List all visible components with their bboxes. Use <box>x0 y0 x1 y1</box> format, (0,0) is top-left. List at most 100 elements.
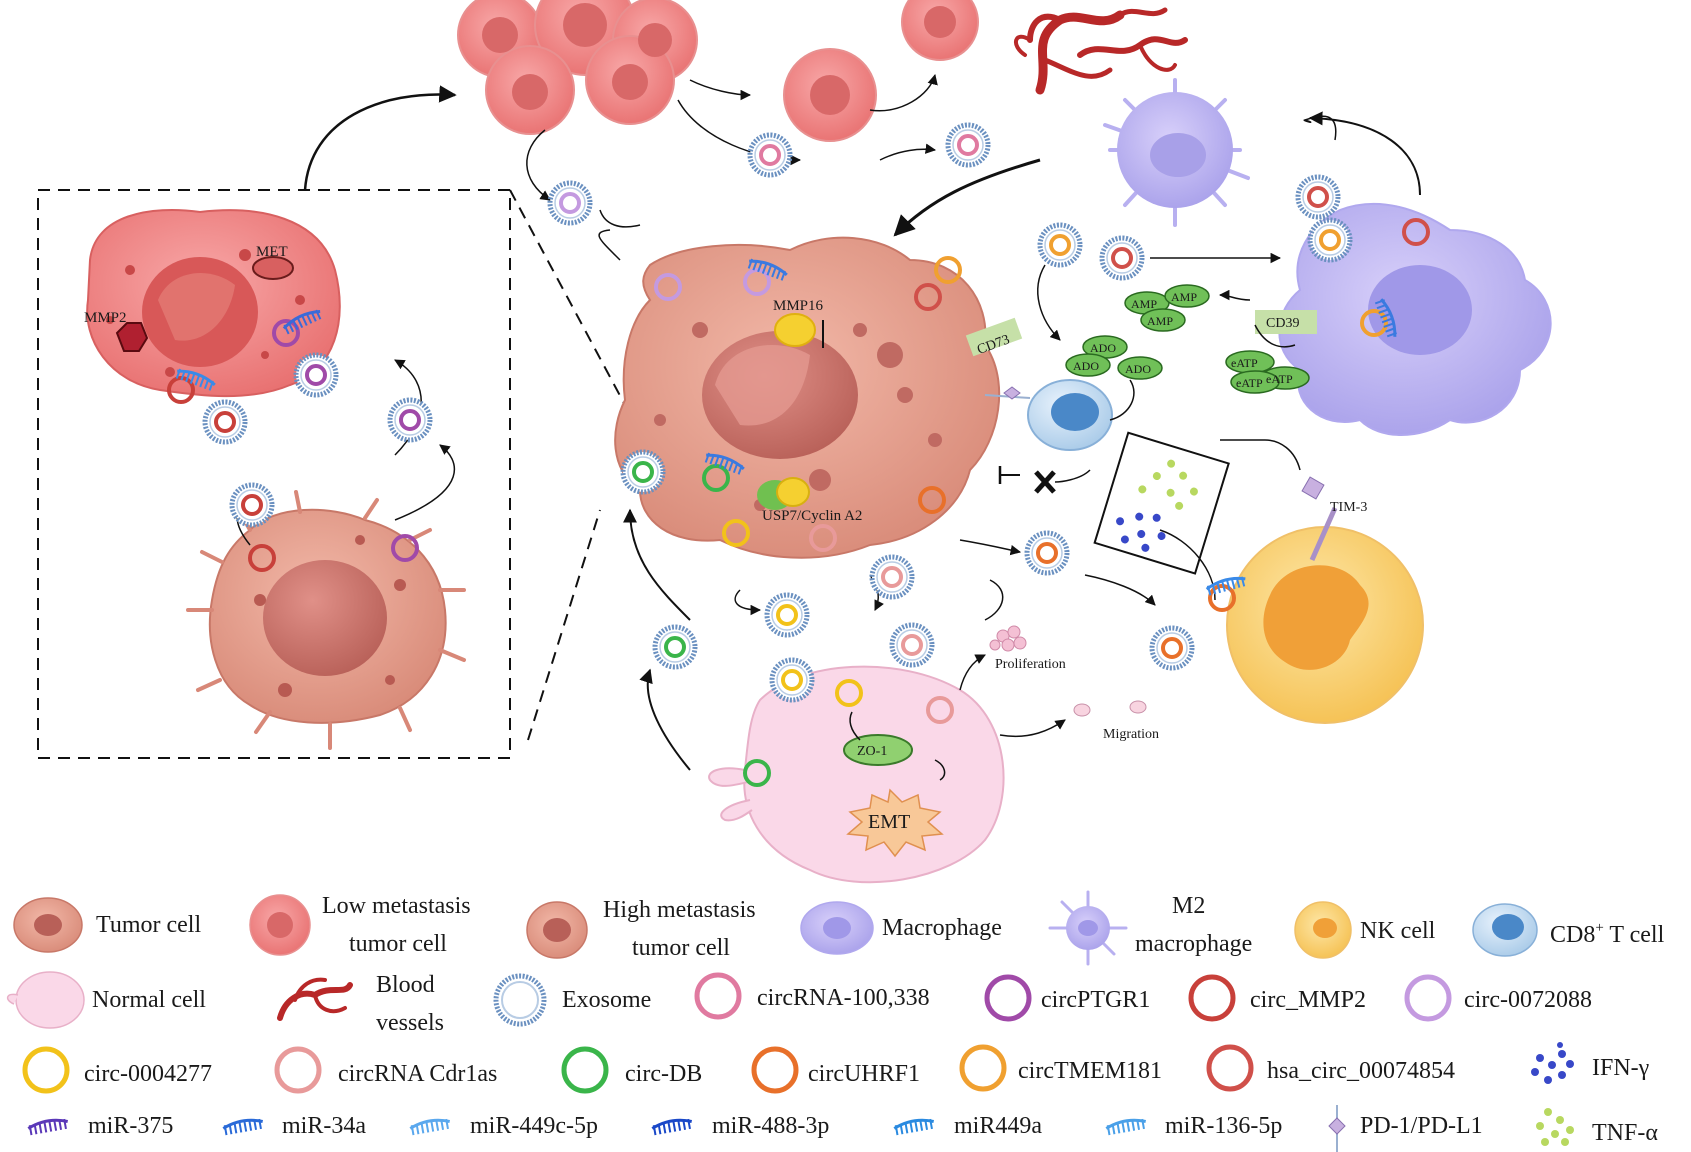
inset-high-metastasis-cell <box>186 490 466 750</box>
legend-mir34a-icon <box>222 1118 264 1136</box>
ring-circtmem181-a <box>934 256 962 284</box>
ring-circ0072088-b <box>743 268 771 296</box>
tim3-label: TIM-3 <box>1330 500 1367 515</box>
amp-label-1: AMP <box>1131 297 1157 311</box>
legend-blood-2: vessels <box>376 1010 444 1036</box>
exosome-circ0072088-1 <box>547 180 593 226</box>
migration-icon <box>1073 700 1147 717</box>
legend-ring-circ100338 <box>694 972 742 1020</box>
legend-mir449c-icon <box>409 1118 451 1136</box>
exosome-circptgr1-inset-2 <box>387 397 433 443</box>
exosome-circdb-1 <box>620 449 666 495</box>
exosome-circ100338-1 <box>747 132 793 178</box>
legend-blood-1: Blood <box>376 972 435 998</box>
ring-circ0004277-b <box>835 679 863 707</box>
cd39-label: CD39 <box>1266 316 1299 331</box>
ring-circtmem181-b <box>1360 309 1388 337</box>
legend-mir375-icon <box>27 1118 69 1136</box>
eatp-cluster: eATP eATP eATP <box>1225 350 1310 394</box>
mirna-inset-2 <box>175 368 216 391</box>
migration-label: Migration <box>1103 727 1159 742</box>
legend: Tumor cell Low metastasis tumor cell Hig… <box>6 890 1665 1152</box>
ring-circ0072088-a <box>654 273 682 301</box>
legend-blood-vessels-icon <box>277 977 353 1021</box>
legend-mir449a-icon <box>893 1118 935 1136</box>
legend-ring-circ0072088 <box>1404 974 1452 1022</box>
ring-hsa-b <box>1402 218 1430 246</box>
ring-circ0004277-a <box>722 519 750 547</box>
legend-circ100338: circRNA-100,338 <box>757 985 930 1011</box>
legend-high-metastasis-icon <box>526 901 588 959</box>
mirna-center-2 <box>704 452 745 475</box>
legend-mir488-icon <box>651 1118 693 1136</box>
ring-circmmp2-b <box>248 544 276 572</box>
mmp16-label: MMP16 <box>773 298 824 314</box>
emt-label: EMT <box>868 811 910 833</box>
normal-cell <box>708 665 1005 884</box>
legend-tnfa: TNF-α <box>1592 1120 1658 1146</box>
legend-mirna-icons <box>27 1118 1147 1136</box>
legend-mir449a: miR449a <box>954 1113 1042 1139</box>
mirna-macrophage <box>1374 298 1397 338</box>
emt-burst <box>846 788 944 858</box>
ring-cdr1as-b <box>926 696 954 724</box>
legend-ring-circptgr1 <box>984 974 1032 1022</box>
amp-label-3: AMP <box>1147 314 1173 328</box>
mmp2-hexagon <box>115 322 149 352</box>
legend-mir449c: miR-449c-5p <box>470 1113 598 1139</box>
ring-circptgr1-a <box>272 319 300 347</box>
exosome-circptgr1-inset-1 <box>293 352 339 398</box>
ado-label-1: ADO <box>1090 341 1116 355</box>
exosome-circuhrf1-2 <box>1149 625 1195 671</box>
legend-ifng-icon <box>1531 1042 1574 1084</box>
exosome-circmmp2-inset-1 <box>229 482 275 528</box>
exosome-circmmp2-inset-2 <box>202 399 248 445</box>
legend-mir375: miR-375 <box>88 1113 173 1139</box>
zoom-line-bottom <box>527 509 601 741</box>
legend-high-metastasis-1: High metastasis <box>603 897 756 923</box>
ring-hsa-a <box>914 283 942 311</box>
legend-ring-circuhrf1 <box>751 1046 799 1094</box>
cd73-receptor <box>965 317 1023 357</box>
tim3-stalk <box>1309 506 1338 562</box>
ring-circmmp2-a <box>167 376 195 404</box>
legend-mir136-icon <box>1105 1118 1147 1136</box>
exosome-circtmem181-1 <box>1037 222 1083 268</box>
amp-cluster: AMP AMP AMP <box>1124 284 1210 332</box>
legend-ring-circ0004277 <box>22 1046 70 1094</box>
legend-m2-1: M2 <box>1172 893 1205 919</box>
eatp-label-1: eATP <box>1231 356 1258 370</box>
central-tumor-cell <box>614 236 1001 559</box>
legend-ring-circmmp2 <box>1188 974 1236 1022</box>
exosome-cdr1as-2 <box>889 622 935 668</box>
exosome-hsa-circ-1 <box>1099 235 1145 281</box>
legend-circdb: circ-DB <box>625 1061 702 1087</box>
exosome-circ0004277-2 <box>769 657 815 703</box>
ring-circuhrf1-a <box>918 486 946 514</box>
exosome-circtmem181-2 <box>1307 217 1353 263</box>
ring-circptgr1-b <box>391 534 419 562</box>
legend-circrna-rings <box>22 972 1452 1094</box>
legend-hsa00074854: hsa_circ_00074854 <box>1267 1058 1455 1084</box>
legend-tumor-cell-icon <box>13 897 83 953</box>
exosome-circ100338-2 <box>945 122 991 168</box>
exosome-circuhrf1-1 <box>1024 530 1070 576</box>
ring-cdr1as-a <box>809 524 837 552</box>
legend-ring-hsa00074854 <box>1206 1044 1254 1092</box>
legend-circmmp2: circ_MMP2 <box>1250 987 1366 1013</box>
cd8-t-cell <box>984 379 1113 451</box>
legend-circtmem181: circTMEM181 <box>1018 1058 1162 1084</box>
low-metastasis-cell-top-2 <box>783 0 979 142</box>
legend-pd1: PD-1/PD-L1 <box>1360 1113 1483 1139</box>
legend-low-metastasis-2: tumor cell <box>349 931 447 957</box>
legend-ifng: IFN-γ <box>1592 1055 1650 1081</box>
legend-macrophage-icon <box>800 901 874 955</box>
legend-cd8: CD8+ T cell <box>1550 920 1665 948</box>
legend-normal-cell-icon <box>6 971 85 1029</box>
ring-circuhrf1-b <box>1208 584 1236 612</box>
legend-normal-cell: Normal cell <box>92 987 206 1013</box>
exosome-hsa-circ-2 <box>1295 174 1341 220</box>
mmp16-protein <box>774 313 816 347</box>
legend-circuhrf1: circUHRF1 <box>808 1061 920 1087</box>
legend-mir136: miR-136-5p <box>1165 1113 1282 1139</box>
